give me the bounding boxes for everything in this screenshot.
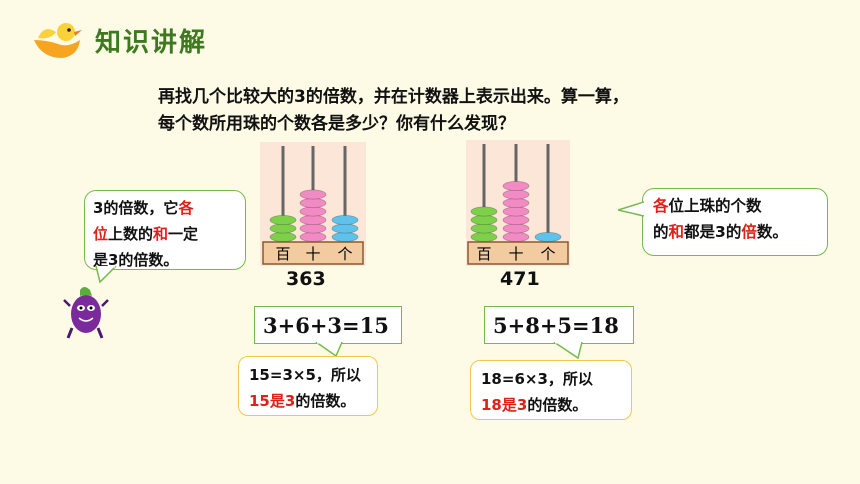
bead-hundreds xyxy=(269,232,297,243)
label-hundreds: 百 xyxy=(275,245,290,263)
right-speech-bubble: 各位上珠的个数 的和都是3的倍数。 xyxy=(642,188,828,256)
left-bubble-tail xyxy=(95,266,117,284)
question-line-2: 每个数所用珠的个数各是多少？你有什么发现？ xyxy=(158,114,515,134)
bead-ones xyxy=(331,223,359,234)
bead-hundreds xyxy=(470,232,498,243)
bead-tens xyxy=(502,206,530,217)
label-ones: 个 xyxy=(337,245,352,263)
page-title: 知识讲解 xyxy=(95,28,208,58)
bead-tens xyxy=(299,198,327,209)
bead-ones xyxy=(331,215,359,226)
bead-tens xyxy=(502,198,530,209)
bead-tens xyxy=(502,215,530,226)
number-471: 471 xyxy=(500,268,540,290)
bead-hundreds xyxy=(470,223,498,234)
bead-tens xyxy=(299,189,327,200)
bead-tens xyxy=(502,189,530,200)
bead-hundreds xyxy=(470,206,498,217)
label-ones: 个 xyxy=(540,245,555,263)
bead-hundreds xyxy=(269,215,297,226)
equation-box-2: 5+8+5=18 xyxy=(484,306,634,344)
bead-tens xyxy=(299,215,327,226)
right-bubble-tail xyxy=(618,201,644,217)
label-hundreds: 百 xyxy=(476,245,491,263)
question-line-1: 再找几个比较大的3的倍数，并在计数器上表示出来。算一算， xyxy=(158,87,629,107)
bead-tens xyxy=(502,181,530,192)
bead-tens xyxy=(299,232,327,243)
bead-ones xyxy=(331,232,359,243)
bead-ones xyxy=(534,232,562,243)
abacus-471: 百 十 个 xyxy=(466,140,570,266)
bead-tens xyxy=(299,206,327,217)
bead-tens xyxy=(502,232,530,243)
equation-1: 3+6+3=15 xyxy=(263,312,389,338)
note-box-2: 18=6×3，所以 18是3的倍数。 xyxy=(470,360,632,420)
eggplant-character-icon xyxy=(63,287,109,339)
number-363: 363 xyxy=(286,268,326,290)
abacus-base xyxy=(467,241,569,265)
label-tens: 十 xyxy=(305,245,320,263)
bird-logo-icon xyxy=(34,23,82,58)
bead-hundreds xyxy=(269,223,297,234)
question-text: 再找几个比较大的3的倍数，并在计数器上表示出来。算一算， 每个数所用珠的个数各是… xyxy=(158,84,629,138)
equation-2-tail xyxy=(553,342,583,360)
label-tens: 十 xyxy=(508,245,523,263)
bead-tens xyxy=(299,223,327,234)
equation-box-1: 3+6+3=15 xyxy=(254,306,402,344)
left-speech-bubble: 3的倍数，它各 位上数的和一定 是3的倍数。 xyxy=(84,190,246,270)
note-box-1: 15=3×5，所以 15是3的倍数。 xyxy=(238,356,378,416)
bead-hundreds xyxy=(470,215,498,226)
bead-tens xyxy=(502,223,530,234)
abacus-363: 百 十 个 xyxy=(260,142,366,266)
abacus-base xyxy=(262,241,364,265)
equation-2: 5+8+5=18 xyxy=(493,312,619,338)
